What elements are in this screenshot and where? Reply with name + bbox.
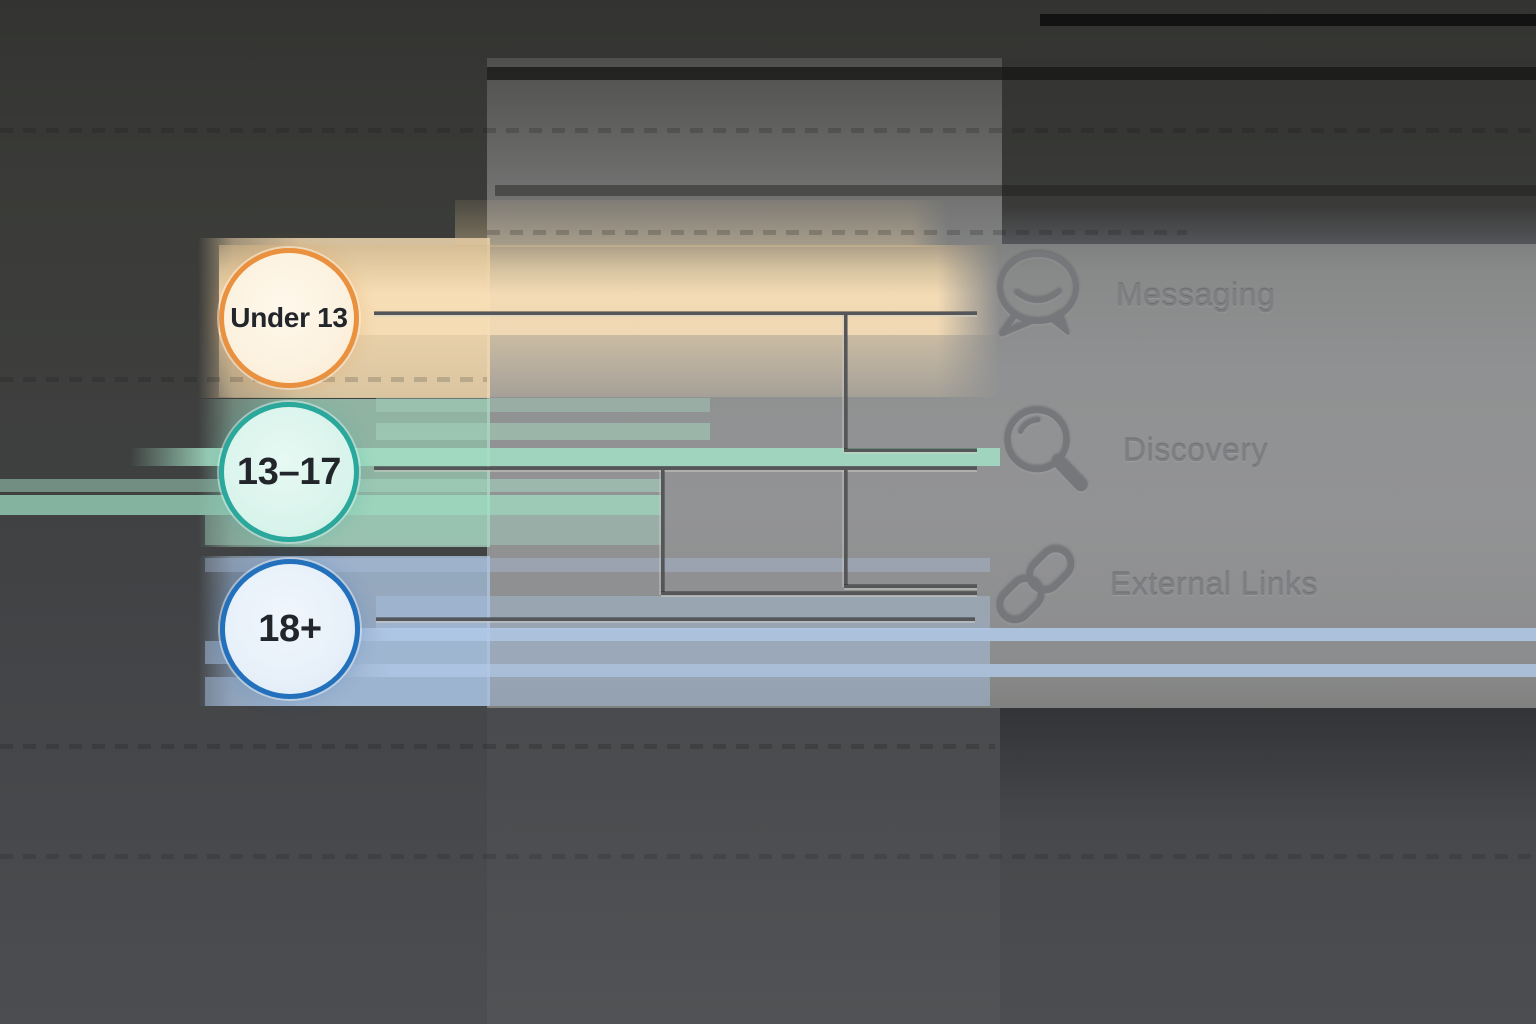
feature-label: External Links	[1110, 565, 1318, 602]
age-node-13-17: 13–17	[219, 402, 359, 542]
glow-band-blue-3	[280, 628, 1536, 641]
glow-band-blue-1	[205, 558, 990, 572]
connector-branch-down-left	[661, 470, 664, 595]
age-node-label: Under 13	[230, 302, 348, 333]
glow-band-blue-5	[280, 664, 1536, 677]
feature-discovery: Discovery	[997, 402, 1268, 498]
connector-branch-down-right	[844, 470, 847, 587]
top-black-bar	[1040, 14, 1536, 26]
connector-discovery-upper	[844, 449, 977, 452]
chain-link-icon	[996, 545, 1075, 624]
background-shade-bottom-right	[1000, 708, 1536, 828]
magnifier-icon	[1004, 406, 1088, 492]
glow-band-peach-top	[455, 200, 950, 247]
connector-branch-down-to-discovery	[844, 315, 847, 452]
connector-under13-messaging	[374, 312, 977, 315]
feature-label: Messaging	[1116, 276, 1276, 313]
dashed-texture-row	[0, 377, 487, 382]
connector-external-links-lower	[661, 592, 977, 595]
background-dark-top-right	[1002, 58, 1536, 244]
age-node-under-13: Under 13	[219, 248, 359, 388]
dark-stripe-2	[495, 185, 1536, 196]
age-node-18plus: 18+	[220, 559, 360, 699]
chat-bubbles-icon	[997, 251, 1079, 337]
dark-stripe-1	[487, 67, 1536, 80]
dashed-texture-row	[0, 128, 1536, 133]
age-node-label: 13–17	[236, 450, 342, 493]
dashed-texture-row	[487, 230, 1187, 235]
glow-band-blue-4	[205, 641, 990, 664]
background-seam-lower	[487, 708, 1000, 1024]
glow-band-mint-1	[376, 398, 710, 412]
connector-13-17-discovery	[374, 467, 977, 470]
feature-external-links: External Links	[986, 540, 1318, 628]
dashed-texture-row	[0, 744, 995, 749]
connector-18plus-external-links	[376, 618, 975, 621]
age-node-label: 18+	[258, 607, 322, 650]
dashed-texture-row	[0, 854, 1536, 859]
glow-band-blue-2	[376, 596, 990, 630]
feature-messaging: Messaging	[990, 247, 1275, 343]
connector-external-links-upper	[844, 585, 977, 588]
glow-band-mint-2	[376, 423, 710, 440]
feature-label: Discovery	[1123, 431, 1268, 468]
